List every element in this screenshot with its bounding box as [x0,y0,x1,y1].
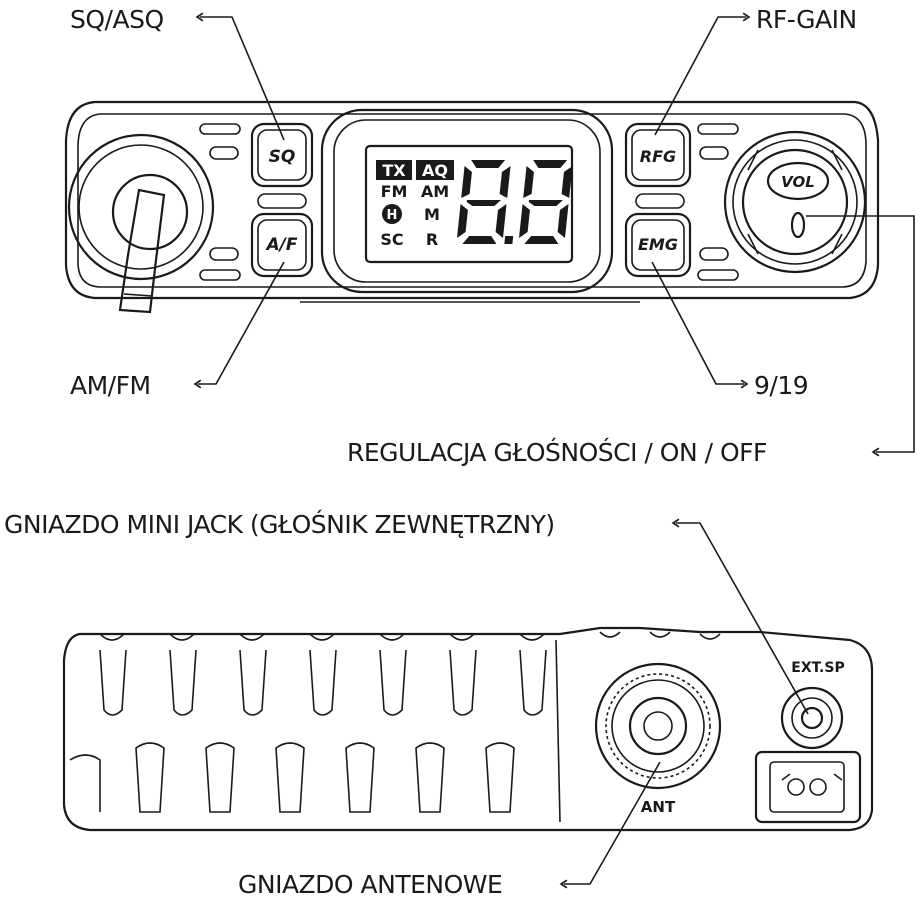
sc-indicator: SC [380,230,403,249]
fm-indicator: FM [381,182,408,201]
aq-indicator: AQ [422,161,448,180]
front-panel: SQ A/F TX AQ FM AM H M SC R [64,100,880,314]
emg-button[interactable]: EMG [624,212,692,278]
lcd-display: TX AQ FM AM H M SC R [320,108,614,294]
callout-am-fm: AM/FM [70,261,285,400]
callout-sq-asq: SQ/ASQ [70,5,285,141]
af-button-label: A/F [265,235,298,255]
vol-knob-label: VOL [781,173,815,191]
af-button[interactable]: A/F [250,212,314,278]
volume-label: REGULACJA GŁOŚNOŚCI / ON / OFF [347,437,767,467]
ch-9-19-label: 9/19 [754,371,808,400]
sq-button-label: SQ [269,147,296,167]
volume-knob[interactable]: VOL [723,130,867,274]
emg-button-label: EMG [638,235,678,254]
sq-asq-label: SQ/ASQ [70,5,164,34]
rfg-button[interactable]: RFG [624,122,692,188]
m-indicator: M [424,205,440,224]
ext-speaker-jack: EXT.SP [780,660,845,750]
antenna-socket: ANT [594,662,722,816]
am-indicator: AM [421,182,449,201]
callout-mini-jack: GNIAZDO MINI JACK (GŁOŚNIK ZEWNĘTRZNY) [4,509,809,715]
h-indicator: H [387,208,398,223]
microphone-socket [67,133,215,314]
channel-digits [456,160,573,244]
heatsink-fins [69,639,561,823]
callout-rf-gain: RF-GAIN [654,5,857,136]
rear-panel: ANT EXT.SP [62,626,874,832]
callout-9-19: 9/19 [651,261,809,400]
ext-sp-label: EXT.SP [791,660,844,676]
decor-slots-left [199,123,307,281]
decor-slots-right [635,123,739,281]
ant-label: ANT [641,798,676,816]
tx-indicator: TX [382,161,406,180]
callout-volume: REGULACJA GŁOŚNOŚCI / ON / OFF [347,215,915,467]
mini-jack-label: GNIAZDO MINI JACK (GŁOŚNIK ZEWNĘTRZNY) [4,509,555,539]
rf-gain-label: RF-GAIN [756,5,857,34]
sq-button[interactable]: SQ [250,122,314,188]
am-fm-label: AM/FM [70,371,151,400]
power-connector [754,750,862,824]
antenna-socket-label: GNIAZDO ANTENOWE [238,870,502,899]
r-indicator: R [426,230,438,249]
callout-antenna: GNIAZDO ANTENOWE [238,761,661,899]
rfg-button-label: RFG [640,147,676,166]
